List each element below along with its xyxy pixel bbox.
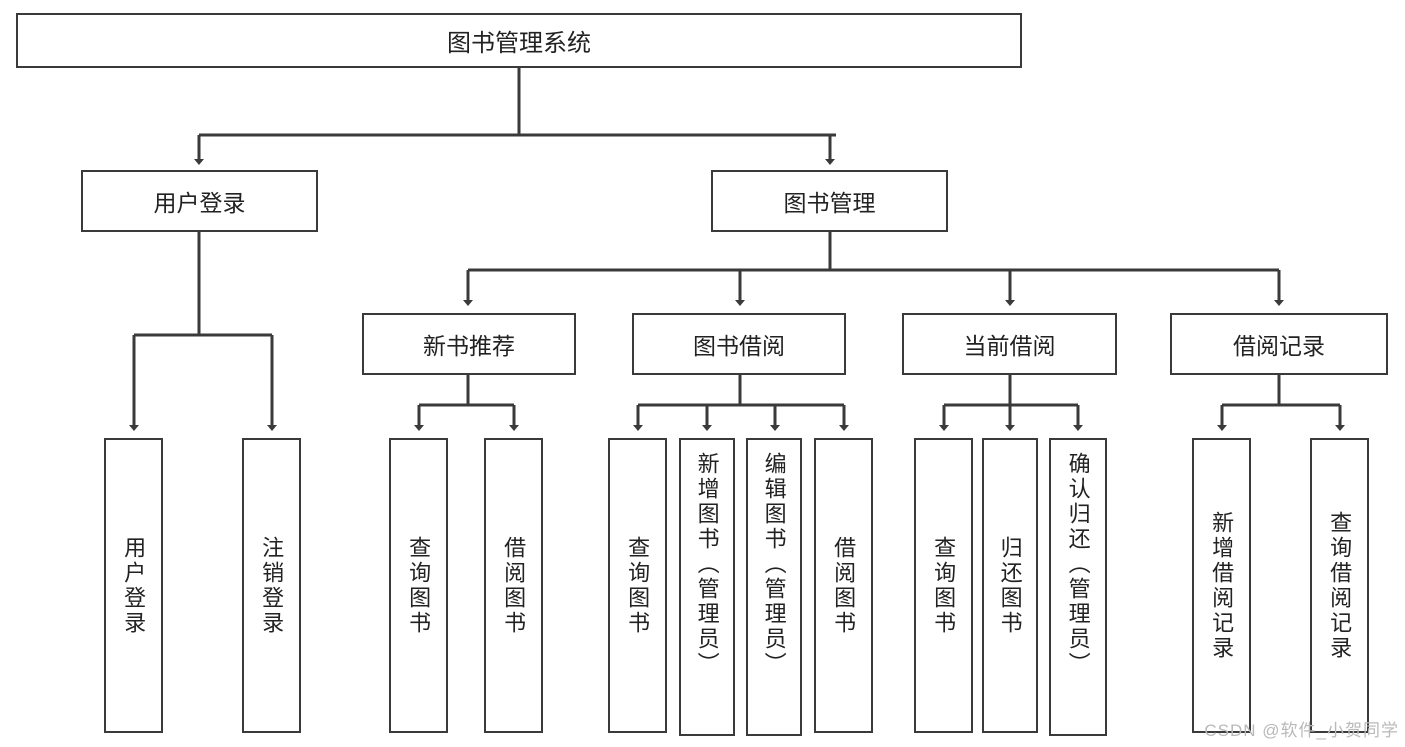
node-leaf-add-borrow-record[interactable]: 新增借阅记录 <box>1192 438 1251 733</box>
node-label: 查询图书 <box>931 535 957 636</box>
node-label: 用户登录 <box>153 190 246 216</box>
node-label: 图书管理 <box>783 190 876 216</box>
node-label: 图书借阅 <box>693 333 785 359</box>
node-label: 借阅记录 <box>1233 333 1325 359</box>
node-leaf-query-book-current[interactable]: 查询图书 <box>914 438 973 733</box>
node-label: 查询借阅记录 <box>1327 510 1353 661</box>
node-label: 新书推荐 <box>423 333 515 359</box>
node-leaf-query-book-borrow[interactable]: 查询图书 <box>608 438 667 733</box>
node-leaf-borrow-book-recommend[interactable]: 借阅图书 <box>484 438 543 733</box>
node-label: 查询图书 <box>625 535 651 636</box>
node-leaf-user-login[interactable]: 用户登录 <box>104 438 163 733</box>
node-label: 当前借阅 <box>963 333 1056 359</box>
node-label: 新增借阅记录 <box>1209 510 1235 661</box>
watermark-text: CSDN @软件_小贺同学 <box>1204 721 1399 740</box>
node-borrow-record[interactable]: 借阅记录 <box>1170 313 1388 375</box>
node-root-system[interactable]: 图书管理系统 <box>16 13 1022 68</box>
node-label: 确认归还（管理员） <box>1065 452 1091 677</box>
node-leaf-add-book-admin[interactable]: 新增图书（管理员） <box>679 438 735 736</box>
node-label: 用户登录 <box>121 535 147 636</box>
node-leaf-confirm-return-admin[interactable]: 确认归还（管理员） <box>1049 438 1107 736</box>
node-label: 查询图书 <box>406 535 432 636</box>
node-label: 图书管理系统 <box>447 30 591 57</box>
node-leaf-query-borrow-record[interactable]: 查询借阅记录 <box>1310 438 1369 733</box>
node-leaf-borrow-book-borrow[interactable]: 借阅图书 <box>814 438 873 733</box>
node-label: 注销登录 <box>259 535 285 636</box>
node-label: 借阅图书 <box>501 535 527 636</box>
node-leaf-edit-book-admin[interactable]: 编辑图书（管理员） <box>746 438 802 736</box>
node-current-borrow[interactable]: 当前借阅 <box>902 313 1117 375</box>
node-label: 借阅图书 <box>831 535 857 636</box>
node-leaf-query-book-recommend[interactable]: 查询图书 <box>389 438 448 733</box>
node-book-manage[interactable]: 图书管理 <box>711 170 948 232</box>
node-new-book-recommend[interactable]: 新书推荐 <box>362 313 576 375</box>
node-label: 归还图书 <box>997 535 1023 636</box>
node-leaf-logout-login[interactable]: 注销登录 <box>242 438 301 733</box>
node-book-borrow[interactable]: 图书借阅 <box>632 313 846 375</box>
node-label: 编辑图书（管理员） <box>761 452 787 677</box>
node-user-login[interactable]: 用户登录 <box>81 170 318 232</box>
node-leaf-return-book[interactable]: 归还图书 <box>982 438 1038 733</box>
node-label: 新增图书（管理员） <box>694 452 720 677</box>
